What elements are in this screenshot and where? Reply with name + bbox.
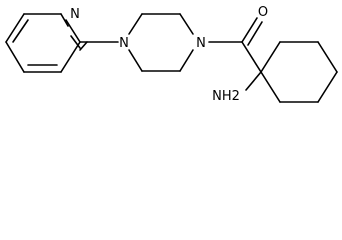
bond: [260, 71, 281, 103]
bond: [60, 41, 81, 73]
bond: [79, 41, 88, 51]
bond: [12, 19, 29, 43]
bond: [317, 71, 338, 103]
bond: [260, 41, 281, 73]
pyridine-nitrogen-label: N: [70, 7, 80, 22]
bond: [65, 19, 81, 43]
bond: [241, 17, 258, 43]
bond: [128, 49, 143, 72]
piperazine-ring: [128, 13, 194, 72]
bond: [241, 41, 262, 73]
bond: [70, 35, 81, 49]
carbonyl-oxygen-label: O: [258, 5, 268, 20]
bond: [247, 21, 263, 46]
piperazine-nitrogen-right-label: N: [196, 36, 206, 51]
pyridine-ring: [5, 13, 88, 73]
bond: [245, 71, 262, 91]
bond: [179, 13, 194, 35]
piperazine-nitrogen-left-label: N: [119, 36, 129, 51]
bond: [317, 41, 338, 73]
amine-label: NH2: [212, 89, 240, 104]
chemical-structure: N N N O NH2: [5, 5, 338, 104]
bond: [5, 41, 25, 73]
bond: [179, 49, 194, 72]
bond: [128, 13, 143, 35]
bond: [60, 13, 69, 27]
cyclohexane-ring: [260, 41, 338, 103]
bond: [5, 13, 25, 43]
